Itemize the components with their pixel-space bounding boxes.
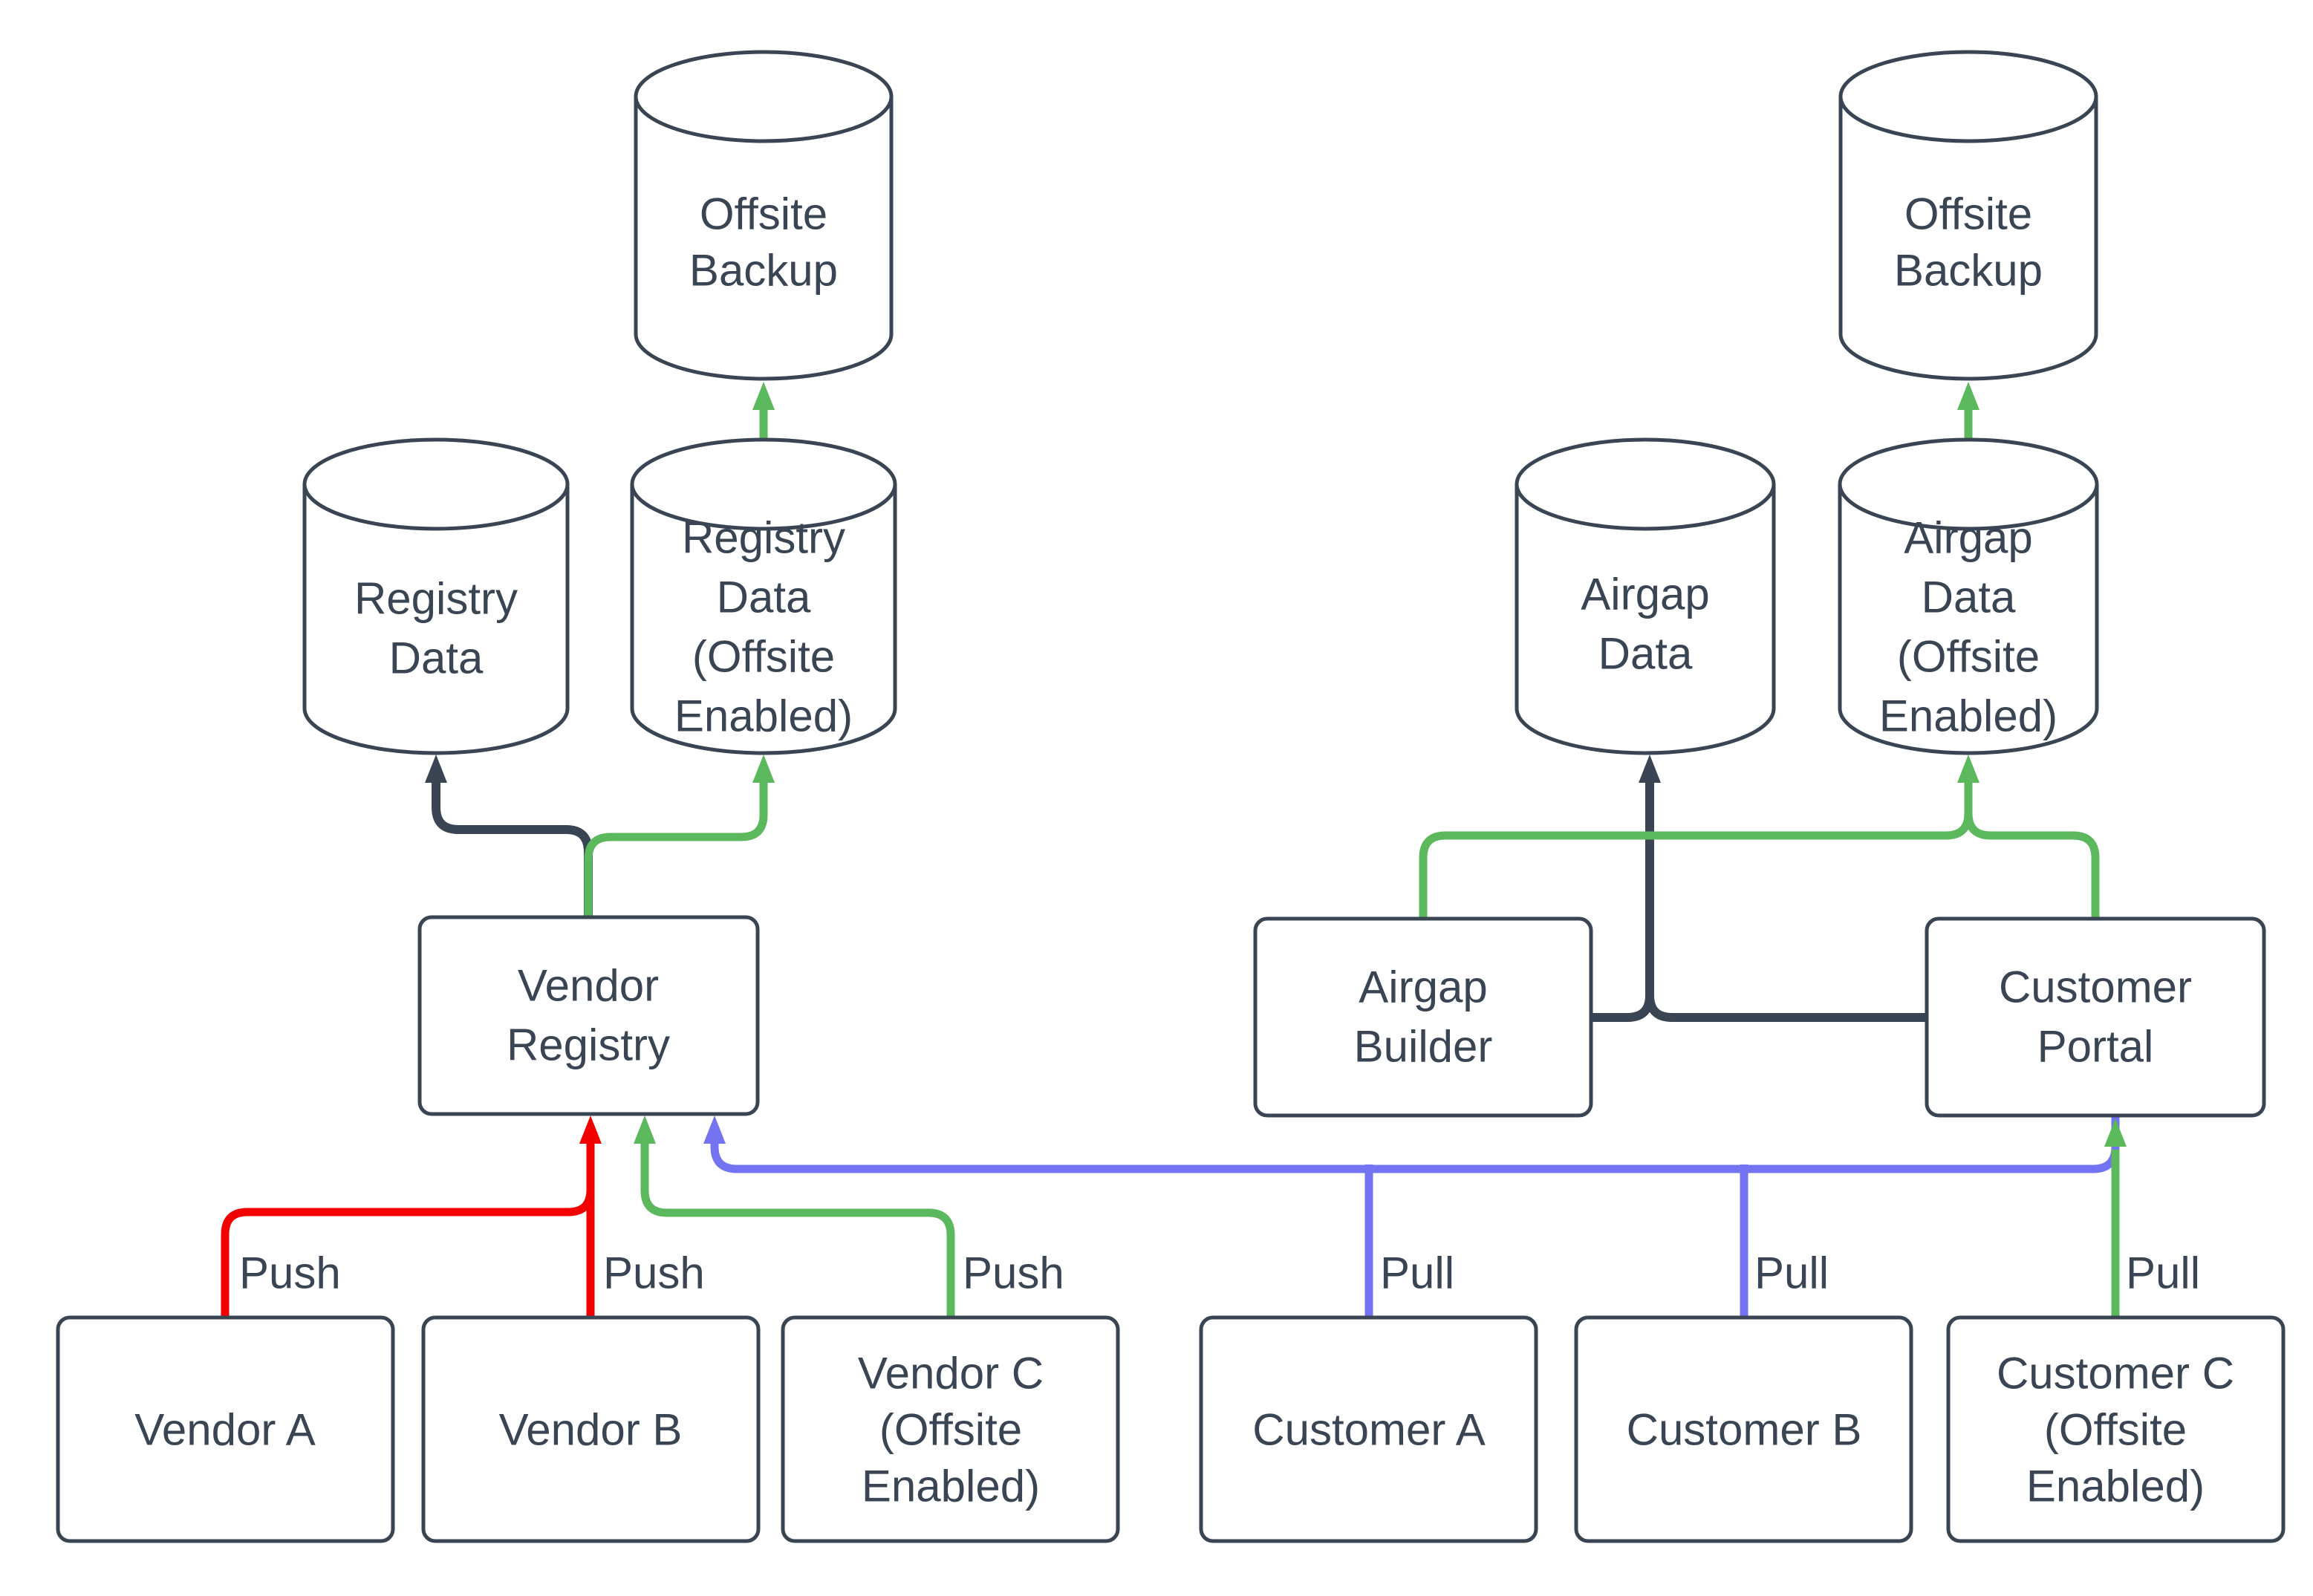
- node-label: Enabled): [674, 691, 853, 741]
- edge-builder-to-airgap-data: [1591, 781, 1654, 1022]
- push-label-vendor-a: Push: [239, 1248, 341, 1298]
- node-label: Registry: [354, 574, 518, 624]
- node-label: Vendor B: [499, 1405, 683, 1455]
- edge-portal-to-airgap-data: [1645, 985, 1927, 1022]
- node-box: [417, 915, 760, 1116]
- node-vendor-registry: Vendor Registry: [417, 915, 760, 1116]
- node-customer-b: Customer B: [1574, 1315, 1913, 1543]
- cylinder-body: [1515, 484, 1776, 755]
- node-box: [1925, 916, 2266, 1118]
- edge-registry-to-registry-data-offsite: [584, 781, 768, 917]
- node-label: Enabled): [862, 1462, 1040, 1511]
- node-label: Vendor C: [858, 1349, 1044, 1398]
- cylinder-top: [1838, 50, 2098, 143]
- node-box: [1574, 1315, 1913, 1543]
- node-label: Data: [717, 573, 811, 622]
- node-label: Customer B: [1627, 1405, 1862, 1455]
- node-box: [421, 1315, 761, 1543]
- cylinder-body: [630, 484, 897, 755]
- node-label: Customer A: [1252, 1405, 1485, 1455]
- node-customer-portal: Customer Portal: [1925, 916, 2266, 1118]
- node-label: Offsite: [1904, 189, 2032, 239]
- node-vendor-c: Vendor C (Offsite Enabled): [781, 1315, 1120, 1543]
- edge-registry-to-registry-data: [432, 780, 593, 917]
- node-label: Enabled): [2026, 1462, 2205, 1511]
- node-label: Customer C: [1997, 1349, 2234, 1398]
- edge-labels: Push Push Push Pull Pull Pull: [239, 1248, 2200, 1298]
- node-label: (Offsite: [879, 1405, 1022, 1455]
- node-registry-data: Registry Data: [302, 437, 570, 755]
- arrowhead-offsite-backup-right: [1957, 382, 1979, 410]
- node-label: Data: [1598, 629, 1693, 679]
- node-label: Vendor: [518, 961, 659, 1011]
- cylinder-body: [1838, 97, 2098, 381]
- cylinder-top: [302, 437, 570, 531]
- node-registry-data-offsite: Registry Data (Offsite Enabled): [630, 437, 897, 755]
- node-label: Airgap: [1581, 570, 1709, 619]
- arrowhead-green-vendor-registry: [634, 1115, 656, 1144]
- cylinder-top: [1838, 437, 2099, 531]
- node-box: [1253, 916, 1593, 1118]
- node-airgap-data: Airgap Data: [1515, 437, 1776, 755]
- arrowhead-airgap-data: [1639, 755, 1661, 783]
- node-box: [56, 1315, 395, 1543]
- node-box: [781, 1315, 1120, 1543]
- node-label: (Offsite: [2044, 1405, 2187, 1455]
- node-label: Airgap: [1904, 513, 2032, 563]
- arrowhead-airgap-data-offsite: [1957, 755, 1979, 783]
- arrowhead-customer-portal: [2104, 1118, 2127, 1147]
- node-label: Data: [1922, 573, 2016, 622]
- node-label: Backup: [689, 246, 838, 296]
- node-customer-c: Customer C (Offsite Enabled): [1946, 1315, 2286, 1543]
- node-airgap-data-offsite: Airgap Data (Offsite Enabled): [1838, 437, 2099, 755]
- node-vendor-a: Vendor A: [56, 1315, 395, 1543]
- edge-portal-to-vendor-registry: [710, 1115, 2120, 1173]
- cylinder-top: [1515, 437, 1776, 531]
- node-box: [1946, 1315, 2286, 1543]
- cylinder-top: [630, 437, 897, 531]
- arrowhead-red-vendor-registry: [579, 1115, 602, 1144]
- cylinder-body: [634, 97, 894, 381]
- edge-builder-to-airgap-data-offsite: [1419, 781, 1973, 919]
- node-vendor-b: Vendor B: [421, 1315, 761, 1543]
- node-box: [1199, 1315, 1538, 1543]
- node-label: Portal: [2037, 1022, 2154, 1072]
- pull-label-customer-a: Pull: [1380, 1248, 1454, 1298]
- edge-group: [221, 382, 2127, 1317]
- node-label: Vendor A: [134, 1405, 316, 1455]
- cylinder-top: [634, 50, 894, 143]
- edge-portal-to-airgap-data-offsite: [1964, 806, 2100, 919]
- node-label: (Offsite: [1897, 632, 2040, 682]
- node-label: Customer: [1999, 963, 2192, 1012]
- cylinder-body: [1838, 484, 2099, 755]
- node-customer-a: Customer A: [1199, 1315, 1538, 1543]
- pull-label-customer-b: Pull: [1754, 1248, 1829, 1298]
- node-airgap-builder: Airgap Builder: [1253, 916, 1593, 1118]
- node-label: Backup: [1894, 246, 2043, 296]
- node-label: Registry: [507, 1020, 670, 1070]
- arrowhead-registry-data-offsite: [752, 755, 775, 783]
- node-label: Data: [389, 633, 484, 683]
- arrowhead-registry-data: [425, 755, 447, 783]
- push-label-vendor-c: Push: [963, 1248, 1064, 1298]
- node-label: Enabled): [1879, 691, 2057, 741]
- node-offsite-backup-right: Offsite Backup: [1838, 50, 2098, 381]
- node-label: (Offsite: [692, 632, 835, 682]
- pull-label-customer-c: Pull: [2126, 1248, 2200, 1298]
- node-label: Builder: [1354, 1022, 1493, 1072]
- cylinder-body: [302, 484, 570, 755]
- node-label: Registry: [682, 513, 845, 563]
- arrowhead-blue-vendor-registry: [703, 1115, 726, 1144]
- arrowhead-offsite-backup-left: [752, 382, 775, 410]
- node-label: Offsite: [700, 189, 827, 239]
- node-label: Airgap: [1359, 963, 1487, 1012]
- push-label-vendor-b: Push: [603, 1248, 705, 1298]
- node-offsite-backup-left: Offsite Backup: [634, 50, 894, 381]
- edge-vendor-c-push: [640, 1142, 955, 1317]
